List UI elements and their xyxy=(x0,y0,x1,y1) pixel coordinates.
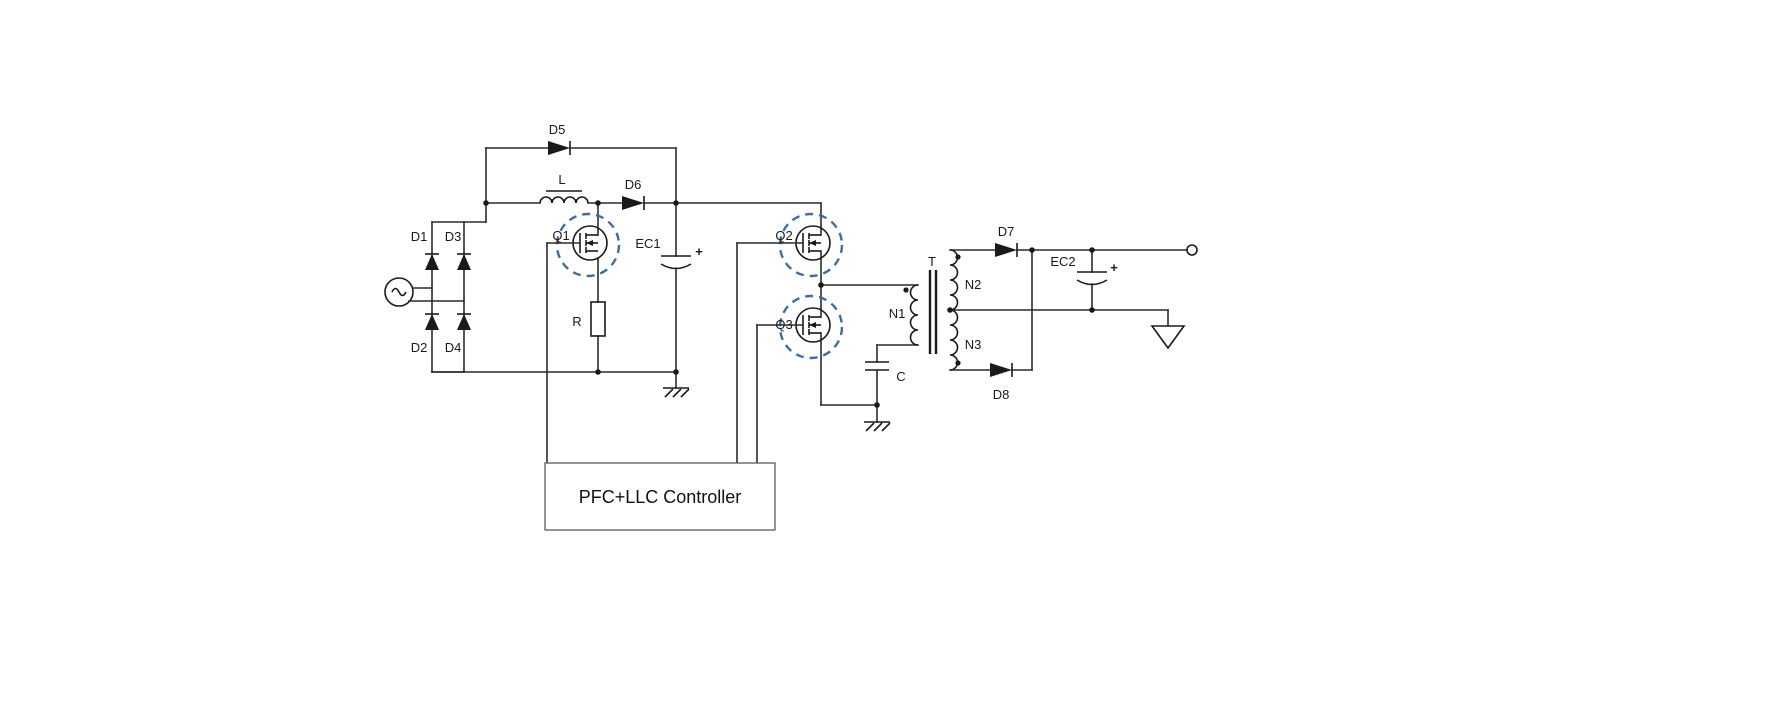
polarity-dot-n3 xyxy=(955,360,961,366)
mosfet-q1: Q1 xyxy=(546,212,621,278)
dashed-highlight-q2 xyxy=(778,212,844,278)
diode-d6: D6 xyxy=(622,177,645,210)
inductor-l: L xyxy=(539,172,589,204)
capacitor-c: C xyxy=(865,344,919,406)
label-t: T xyxy=(928,254,936,269)
capacitor-ec1: EC1 + xyxy=(635,236,703,270)
diode-d2 xyxy=(425,313,439,330)
mosfet-q3: Q3 xyxy=(756,294,844,360)
transformer: T N1 N2 N3 xyxy=(889,249,982,371)
label-q2: Q2 xyxy=(775,228,792,243)
sine-wave-icon xyxy=(391,287,407,297)
winding-n2 xyxy=(949,249,959,311)
ground-symbol-pfc xyxy=(663,371,690,398)
output-stage-wires xyxy=(949,249,1188,371)
ec2-polarity-plus: + xyxy=(1110,260,1118,275)
llc-stage-wires xyxy=(820,202,919,406)
ac-source-symbol xyxy=(384,277,414,307)
controller-box: PFC+LLC Controller xyxy=(544,462,776,531)
label-ec2: EC2 xyxy=(1050,254,1075,269)
label-d8: D8 xyxy=(993,387,1010,402)
label-d7: D7 xyxy=(998,224,1015,239)
pfc-stage-wires xyxy=(431,147,822,373)
controller-wiring xyxy=(546,242,758,464)
diode-d3 xyxy=(457,253,471,270)
mosfet-q2: Q2 xyxy=(736,212,844,278)
ac-source xyxy=(384,277,465,307)
resistor-r: R xyxy=(572,301,606,337)
polarity-dot-n2 xyxy=(955,254,961,260)
diode-d4 xyxy=(457,313,471,330)
diode-d8: D8 xyxy=(990,363,1013,402)
label-c: C xyxy=(896,369,905,384)
bridge-rectifier: D1 D3 D2 D4 xyxy=(411,221,471,373)
label-n2: N2 xyxy=(965,277,982,292)
label-q3: Q3 xyxy=(775,317,792,332)
label-n1: N1 xyxy=(889,306,906,321)
ec1-polarity-plus: + xyxy=(695,244,703,259)
diode-d7: D7 xyxy=(995,224,1018,257)
ground-symbol-output xyxy=(1150,325,1186,350)
label-d3: D3 xyxy=(445,229,462,244)
diode-d5: D5 xyxy=(548,122,571,155)
dashed-highlight-q1 xyxy=(555,212,621,278)
label-q1: Q1 xyxy=(552,228,569,243)
controller-label: PFC+LLC Controller xyxy=(579,487,742,507)
label-d5: D5 xyxy=(549,122,566,137)
label-r: R xyxy=(572,314,581,329)
junction-dots xyxy=(483,200,1095,408)
label-n3: N3 xyxy=(965,337,982,352)
label-d2: D2 xyxy=(411,340,428,355)
label-ec1: EC1 xyxy=(635,236,660,251)
diode-d1 xyxy=(425,253,439,270)
polarity-dot-n1 xyxy=(903,287,909,293)
label-d6: D6 xyxy=(625,177,642,192)
capacitor-ec2: EC2 + xyxy=(1050,249,1118,311)
label-d1: D1 xyxy=(411,229,428,244)
dashed-highlight-q3 xyxy=(778,294,844,360)
label-l: L xyxy=(558,172,565,187)
ground-symbol-llc xyxy=(864,404,891,432)
output-terminal xyxy=(1186,244,1198,256)
winding-n3 xyxy=(949,309,959,371)
winding-n1 xyxy=(909,284,919,346)
label-d4: D4 xyxy=(445,340,462,355)
